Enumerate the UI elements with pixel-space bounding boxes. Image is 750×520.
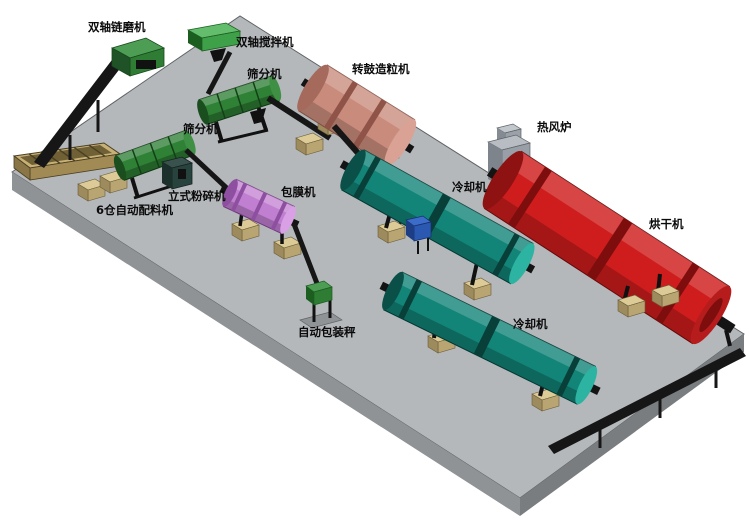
coating-machine <box>219 178 302 260</box>
platform-side-left <box>12 172 520 516</box>
label-screener-left: 筛分机 <box>183 122 218 136</box>
screener-left-machine <box>113 129 196 200</box>
packing-scale-machine <box>299 280 343 329</box>
label-dryer: 烘干机 <box>649 217 684 231</box>
mixer-machine <box>186 22 242 96</box>
chain-mill-machine <box>34 37 166 168</box>
labels: 双轴链磨机 双轴搅拌机 筛分机 转鼓造粒机 筛分机 热风炉 立式粉碎机 包膜机 … <box>87 20 684 339</box>
screener-upper-machine <box>197 75 282 144</box>
cooler-upper-machine <box>339 149 536 301</box>
granulator-machine <box>295 64 417 167</box>
conveyor-bottom-right <box>548 348 746 454</box>
vertical-crusher-machine <box>160 156 194 190</box>
label-packing: 自动包装秤 <box>298 325 356 339</box>
cooler-lower-machine <box>379 271 601 412</box>
label-granulator: 转鼓造粒机 <box>352 62 410 76</box>
cooler-feed-hopper <box>405 215 432 254</box>
label-cooler-lower: 冷却机 <box>513 317 548 331</box>
conveyor-mixer-screener <box>205 50 233 96</box>
label-bins: 6仓自动配料机 <box>96 203 174 217</box>
label-furnace: 热风炉 <box>537 120 572 134</box>
label-chain-mill: 双轴链磨机 <box>87 20 146 34</box>
conveyor-crusher-coating <box>184 148 234 195</box>
dryer-machine <box>482 150 736 347</box>
label-screener-top: 筛分机 <box>247 67 282 81</box>
conveyor-to-chain-mill <box>34 52 128 168</box>
conveyor-screener-granulator <box>266 95 332 141</box>
label-crusher: 立式粉碎机 <box>168 189 226 203</box>
label-coating: 包膜机 <box>280 185 316 199</box>
conveyor-coating-packing <box>291 223 321 287</box>
label-cooler-upper: 冷却机 <box>452 180 487 194</box>
label-mixer: 双轴搅拌机 <box>235 35 294 49</box>
